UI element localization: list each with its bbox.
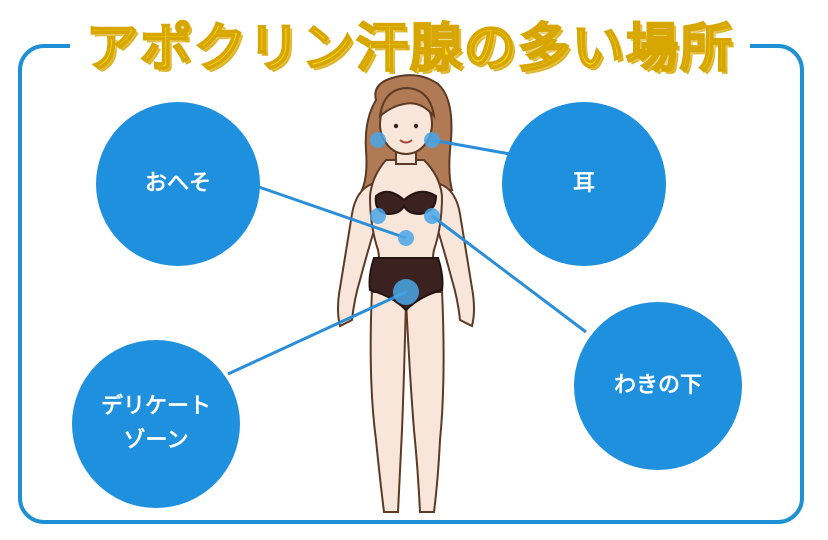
- left-leg: [369, 288, 408, 513]
- title-banner: アポクリン汗腺の多い場所: [70, 4, 750, 82]
- left-arm: [337, 182, 378, 328]
- connector-ear: [431, 138, 511, 156]
- label-delicate-line2: ゾーン: [123, 428, 189, 453]
- connector-armpit: [431, 214, 587, 334]
- label-bubble-delicate-zone: デリケート ゾーン: [72, 340, 240, 508]
- label-navel: おへそ: [144, 170, 211, 196]
- marker-ear-left: [370, 132, 386, 148]
- label-ear: 耳: [572, 170, 595, 196]
- label-armpit: わきの下: [613, 372, 702, 398]
- left-eye: [393, 123, 399, 129]
- mouth: [399, 139, 413, 144]
- label-bubble-ear: 耳: [502, 102, 666, 266]
- page-title: アポクリン汗腺の多い場所: [85, 18, 734, 80]
- marker-ear-right: [424, 132, 440, 148]
- bra: [374, 190, 438, 216]
- connector-navel: [255, 184, 407, 240]
- right-eye: [413, 123, 419, 129]
- label-bubble-armpit: わきの下: [574, 302, 742, 470]
- right-leg: [404, 288, 445, 513]
- marker-navel: [398, 230, 414, 246]
- connector-delicate: [227, 290, 407, 376]
- label-bubble-navel: おへそ: [96, 102, 260, 266]
- marker-delicate: [393, 279, 419, 305]
- marker-armpit-right: [424, 208, 440, 224]
- hair-bangs: [378, 86, 436, 120]
- marker-armpit-left: [370, 208, 386, 224]
- right-arm: [434, 182, 475, 328]
- label-delicate-line1: デリケート: [100, 393, 211, 419]
